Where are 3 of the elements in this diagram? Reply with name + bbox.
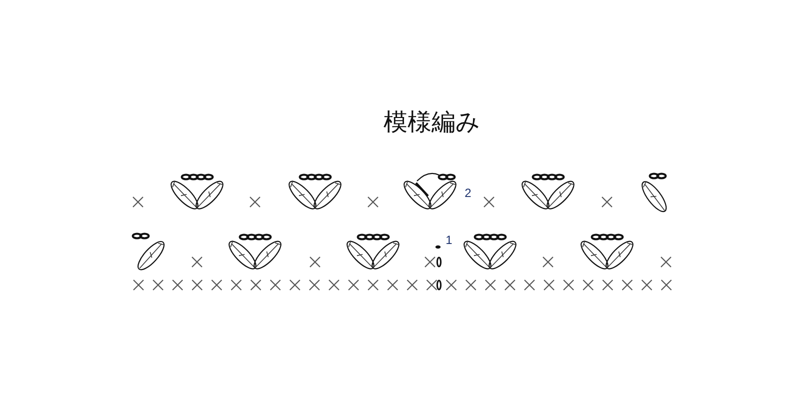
row-number: 2 xyxy=(464,187,472,199)
row-number: 1 xyxy=(446,234,452,246)
chart-title: 模様編み xyxy=(384,107,480,138)
